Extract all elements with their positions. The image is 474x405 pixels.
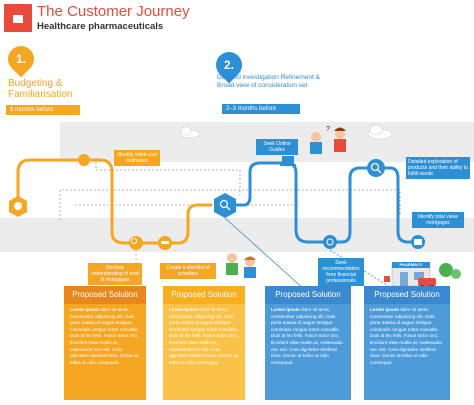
couple-question-icon: ? [310,126,346,154]
panel-title: Proposed Solution [163,286,245,304]
note-online-guides: Seek Online Guides [256,139,298,155]
calculator-node-icon [78,154,90,166]
tree-icon [439,263,453,277]
cross-icon [384,276,390,282]
note-identify-value: Identify total value mortgages [412,212,464,228]
panel-lead: Lorem ipsum [271,307,300,312]
panel-solution-2: Proposed Solution Lorem ipsum dolor sit … [163,286,245,400]
panel-title: Proposed Solution [64,286,146,304]
phase-2-tag: 2–3 months before [222,104,300,114]
panel-body: Lorem ipsum dolor sit amet, consectetur … [163,304,245,369]
phase-1-title: Budgeting & Familiarisation [8,78,73,100]
panel-body: Lorem ipsum dolor sit amet, consectetur … [364,304,450,369]
note-develop-understanding: Develop understanding of total fit mortg… [88,263,142,285]
panel-body: Lorem ipsum dolor sit amet, consectetur … [64,304,146,369]
panel-solution-1: Proposed Solution Lorem ipsum dolor sit … [64,286,146,400]
couple-icon [226,253,256,278]
panel-text: dolor sit amet, consectetur adipiscing e… [271,307,343,365]
note-shortlist: Create a shortlist of providers [160,263,216,279]
phase-1-tag: 6 months before [6,105,80,115]
page-title: The Customer Journey [37,3,190,20]
investigation-hexagon-icon [214,193,236,218]
panel-title: Proposed Solution [364,286,450,304]
laptop-icon [282,156,294,164]
logo-icon [4,4,32,32]
page-subtitle: Healthcare pharmaceuticals [37,21,164,32]
pharmacy-sign: PHARMACY [399,262,423,267]
phase-2-title: Detailed investigation Refinement & Broa… [217,74,320,89]
phase-1-number: 1. [15,52,26,66]
panel-body: Lorem ipsum dolor sit amet, consectetur … [265,304,351,369]
panel-title: Proposed Solution [265,286,351,304]
svg-text:?: ? [326,126,330,133]
car-icon [418,278,436,286]
piggy-bank-icon [14,202,22,210]
panel-lead: Lorem ipsum [70,307,99,312]
exploration-node-icon [367,159,385,177]
panel-text: dolor sit amet, consectetur adipiscing e… [370,307,442,365]
panel-solution-4: Proposed Solution Lorem ipsum dolor sit … [364,286,450,400]
note-detailed-exploration: Detailed exploration of products and the… [406,157,470,179]
band-lower [0,218,474,252]
note-identify-costs: Identify initial cost estimates [114,150,160,166]
panel-text: dolor sit amet, consectetur adipiscing e… [169,307,238,365]
panel-solution-3: Proposed Solution Lorem ipsum dolor sit … [265,286,351,400]
recommendation-node-icon [323,235,337,249]
panel-text: dolor sit amet, consectetur adipiscing e… [70,307,139,365]
panel-lead: Lorem ipsum [370,307,399,312]
note-seek-recommendation: Seek recommendation from financial profe… [318,258,364,286]
phase-2-number: 2. [223,58,234,72]
panel-lead: Lorem ipsum [169,307,198,312]
